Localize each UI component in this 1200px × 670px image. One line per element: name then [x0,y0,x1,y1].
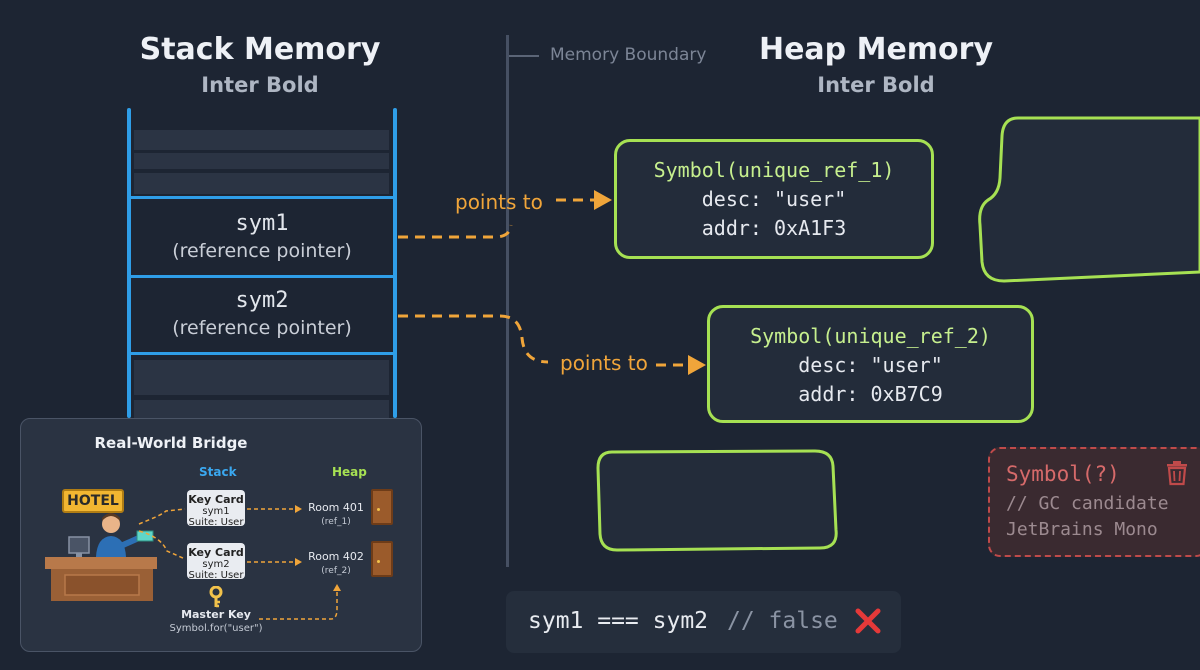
heap-object-desc: desc: "user" [701,187,847,211]
gc-candidate-box [988,447,1200,557]
comparison-code: sym1 === sym2 [528,608,709,634]
pointer-arrow-sym2 [398,314,549,364]
real-world-bridge-panel: Real-World Bridge Stack Heap HOTEL Key C… [20,418,422,652]
key-card-title: Key Card [188,546,244,559]
arrowhead-icon [594,190,612,210]
heap-empty-blob-bottom [596,449,838,552]
heap-object-addr: addr: 0xB7C9 [798,382,943,406]
arrowhead-icon [688,355,706,375]
door-icon [371,541,393,577]
stack-slot-empty [134,360,389,395]
stack-slot-divider [131,275,393,278]
key-icon [209,586,223,608]
bridge-links [138,505,341,620]
gc-symbol: Symbol(?) [1006,462,1120,486]
room-1: Room 401 (ref_1) [301,501,371,529]
points-to-label-2: points to [560,351,648,375]
bridge-title: Real-World Bridge [94,434,248,452]
stack-slot-sub: (reference pointer) [172,317,352,339]
heap-object-2: Symbol(unique_ref_2) desc: "user" addr: … [707,305,1034,423]
bridge-heap-label: Heap [332,465,367,479]
bridge-stack-label: Stack [199,465,237,479]
stack-slot-sym2: sym2 (reference pointer) [131,287,393,341]
gc-comment: // GC candidate [1006,493,1169,514]
stack-slot-name: sym2 [235,288,289,313]
heap-object-desc: desc: "user" [798,353,943,377]
master-key-code: Symbol.for("user") [169,623,263,634]
identity-comparison: sym1 === sym2 // false [506,591,901,653]
hotel-clerk-icon [45,513,157,601]
master-key: Master Key Symbol.for("user") [156,608,276,636]
stack-slot-empty [134,400,389,418]
key-card-1: Key Card sym1 Suite: User [187,490,245,528]
room-2: Room 402 (ref_2) [301,550,371,578]
stack-subtitle: Inter Bold [201,73,319,97]
master-key-label: Master Key [181,608,251,621]
heap-subtitle: Inter Bold [817,73,935,97]
trash-icon [1167,461,1187,486]
points-to-label-1: points to [455,190,543,214]
key-card-2: Key Card sym2 Suite: User [187,543,245,581]
heap-object-addr: addr: 0xA1F3 [701,216,847,240]
stack-rail-left [127,108,131,418]
key-card-line1: sym1 [202,506,230,517]
door-icon [371,489,393,525]
stack-title: Stack Memory [139,32,381,67]
key-card-line1: sym2 [202,559,230,570]
room-ref: (ref_2) [321,566,351,576]
stack-rail-right [393,108,397,418]
memory-boundary-tick [509,55,539,57]
key-card-title: Key Card [188,493,244,506]
cross-icon [855,608,881,634]
stack-slot-empty [134,130,389,150]
room-name: Room 401 [308,501,364,514]
key-card-line2: Suite: User [188,570,244,581]
stack-slot-sub: (reference pointer) [172,240,352,262]
memory-boundary-line [506,35,509,567]
heap-object-symbol: Symbol(unique_ref_2) [750,324,991,348]
hotel-sign: HOTEL [62,489,124,513]
stack-slot-divider [131,196,393,199]
stack-slot-name: sym1 [235,211,289,236]
comparison-comment: // false [727,608,838,634]
room-ref: (ref_1) [321,517,351,527]
heap-title: Heap Memory [758,32,994,67]
room-name: Room 402 [308,550,364,563]
gc-font-note: JetBrains Mono [1006,519,1158,540]
memory-boundary-label: Memory Boundary [550,45,707,65]
stack-slot-divider [131,352,393,355]
pointer-arrow-sym1 [398,224,513,239]
stack-slot-sym1: sym1 (reference pointer) [131,210,393,264]
heap-object-symbol: Symbol(unique_ref_1) [653,158,895,182]
stack-slot-empty [134,173,389,194]
stack-slot-empty [134,153,389,169]
key-card-line2: Suite: User [188,517,244,528]
heap-empty-blob-right [978,116,1200,283]
heap-object-1: Symbol(unique_ref_1) desc: "user" addr: … [614,139,934,259]
